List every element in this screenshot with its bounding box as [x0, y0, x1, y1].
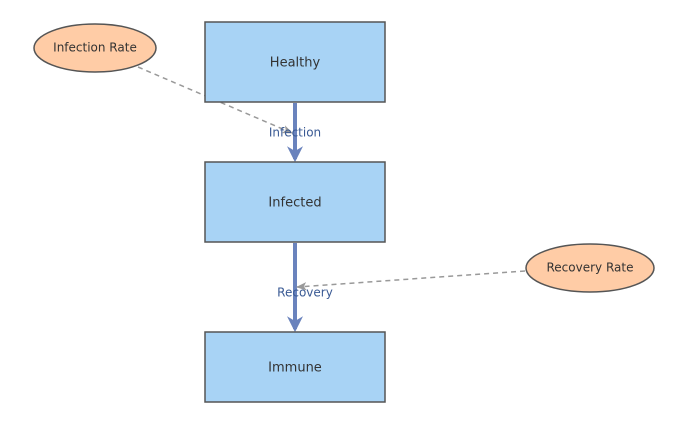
infection-rate-ellipse: [33, 23, 157, 73]
recovery-rate-ellipse: [525, 243, 655, 293]
stock-infected-box: [204, 161, 386, 243]
parameter-recovery-rate[interactable]: Recovery Rate: [525, 243, 655, 293]
stock-healthy[interactable]: Healthy: [204, 21, 386, 103]
infection-flow-label: Infection: [269, 126, 321, 140]
parameter-infection-rate[interactable]: Infection Rate: [33, 23, 157, 73]
stock-immune-box: [204, 331, 386, 403]
stock-immune-label: Immune: [268, 361, 322, 376]
stock-immune[interactable]: Immune: [204, 331, 386, 403]
stock-infected[interactable]: Infected: [204, 161, 386, 243]
stock-healthy-box: [204, 21, 386, 103]
recovery-rate-link: [295, 270, 526, 291]
stock-healthy-label: Healthy: [270, 56, 321, 71]
recovery-rate-label: Recovery Rate: [547, 261, 634, 275]
infection-rate-label: Infection Rate: [53, 41, 137, 55]
recovery-flow-label: Recovery: [277, 286, 333, 300]
stock-infected-label: Infected: [268, 196, 321, 211]
